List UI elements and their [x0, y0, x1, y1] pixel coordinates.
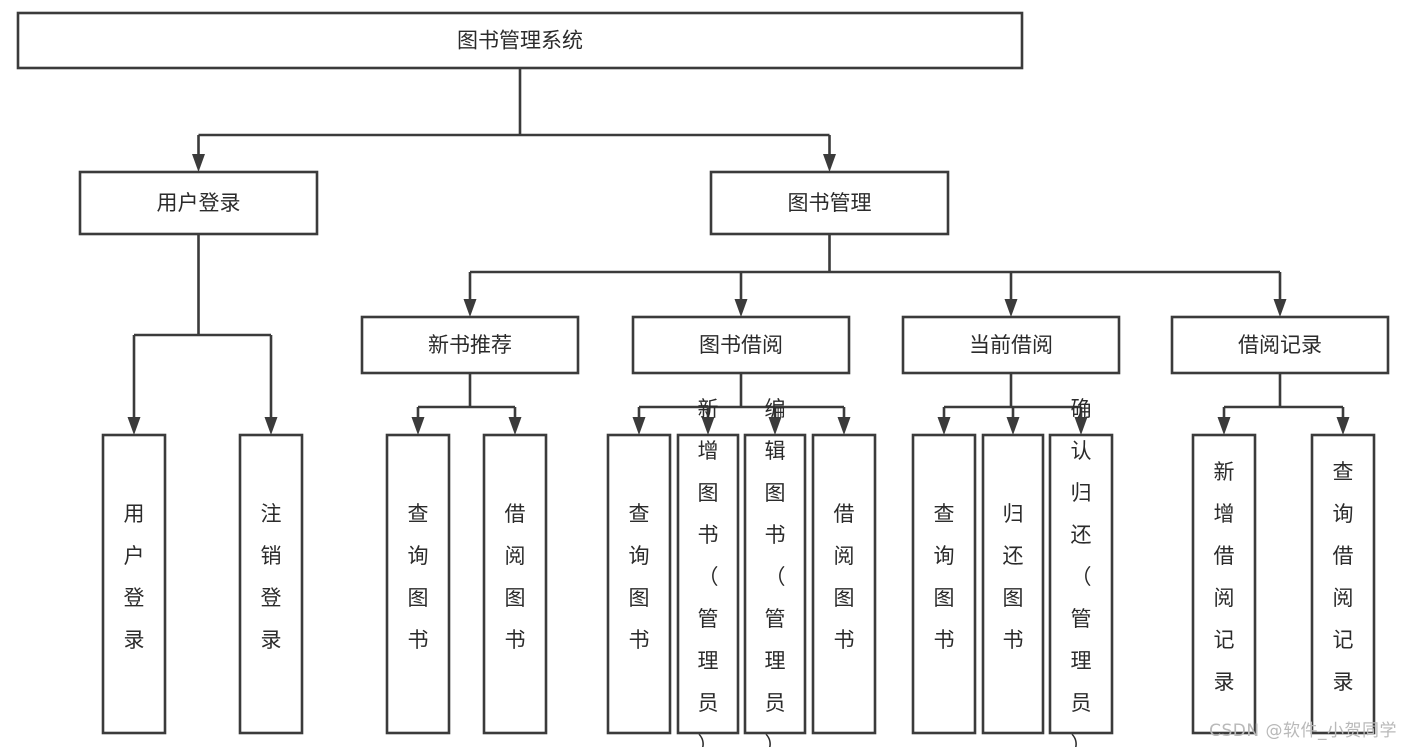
- arrow-head-leaf-return-book: [1006, 417, 1020, 435]
- node-label-leaf-borrow-book-br: 借阅图书: [834, 502, 855, 652]
- node-leaf-user-login[interactable]: 用户登录: [101, 433, 167, 735]
- connector-group-book-borrow: [632, 373, 851, 435]
- arrow-head-leaf-add-record: [1217, 417, 1231, 435]
- node-box-leaf-query-record: [1310, 433, 1376, 735]
- node-leaf-query-book-rec[interactable]: 查询图书: [385, 433, 451, 735]
- arrow-head-leaf-edit-book: [768, 417, 782, 435]
- arrow-head-leaf-query-record: [1336, 417, 1350, 435]
- node-label-leaf-confirm-return: 确认归还（管理员）: [1071, 397, 1092, 747]
- node-leaf-return-book[interactable]: 归还图书: [981, 433, 1045, 735]
- node-leaf-add-book[interactable]: 新增图书（管理员）: [676, 397, 740, 747]
- node-label-leaf-query-record: 查询借阅记录: [1333, 460, 1354, 694]
- node-borrow-record[interactable]: 借阅记录: [1170, 315, 1390, 375]
- node-leaf-query-record[interactable]: 查询借阅记录: [1310, 433, 1376, 735]
- node-book-manage[interactable]: 图书管理: [709, 170, 950, 236]
- node-leaf-query-book-br[interactable]: 查询图书: [606, 433, 672, 735]
- node-label-leaf-query-book-rec: 查询图书: [408, 502, 429, 652]
- node-label-book-manage: 图书管理: [788, 191, 872, 215]
- node-current-borrow[interactable]: 当前借阅: [901, 315, 1121, 375]
- node-leaf-query-book-cb[interactable]: 查询图书: [911, 433, 977, 735]
- node-box-leaf-borrow-book-br: [811, 433, 877, 735]
- node-box-leaf-borrow-book-rec: [482, 433, 548, 735]
- connector-group-borrow-record: [1217, 373, 1350, 435]
- node-label-borrow-record: 借阅记录: [1238, 333, 1322, 357]
- arrow-head-leaf-logout: [264, 417, 278, 435]
- arrow-head-leaf-user-login: [127, 417, 141, 435]
- node-new-book-rec[interactable]: 新书推荐: [360, 315, 580, 375]
- arrow-head-current-borrow: [1004, 299, 1018, 317]
- arrow-head-new-book-rec: [463, 299, 477, 317]
- node-label-leaf-query-book-br: 查询图书: [629, 502, 650, 652]
- node-book-borrow[interactable]: 图书借阅: [631, 315, 851, 375]
- connector-group-root: [192, 68, 836, 172]
- node-leaf-confirm-return[interactable]: 确认归还（管理员）: [1048, 397, 1114, 747]
- arrow-head-leaf-query-book-br: [632, 417, 646, 435]
- arrow-head-book-borrow: [734, 299, 748, 317]
- node-leaf-logout[interactable]: 注销登录: [238, 433, 304, 735]
- node-leaf-edit-book[interactable]: 编辑图书（管理员）: [743, 397, 807, 747]
- node-leaf-borrow-book-rec[interactable]: 借阅图书: [482, 433, 548, 735]
- node-box-leaf-query-book-cb: [911, 433, 977, 735]
- node-layer: 图书管理系统用户登录图书管理新书推荐图书借阅当前借阅借阅记录用户登录注销登录查询…: [16, 11, 1390, 747]
- connector-group-user-login: [127, 234, 278, 435]
- node-user-login[interactable]: 用户登录: [78, 170, 319, 236]
- arrow-head-leaf-borrow-book-rec: [508, 417, 522, 435]
- node-box-current-borrow: [901, 315, 1121, 375]
- node-label-book-borrow: 图书借阅: [699, 333, 783, 357]
- node-label-root: 图书管理系统: [457, 29, 583, 53]
- node-label-current-borrow: 当前借阅: [969, 333, 1053, 357]
- arrow-head-leaf-query-book-rec: [411, 417, 425, 435]
- node-box-borrow-record: [1170, 315, 1390, 375]
- arrow-head-borrow-record: [1273, 299, 1287, 317]
- arrow-head-leaf-borrow-book-br: [837, 417, 851, 435]
- node-box-root: [16, 11, 1024, 70]
- node-root[interactable]: 图书管理系统: [16, 11, 1024, 70]
- node-label-leaf-user-login: 用户登录: [124, 502, 145, 652]
- arrow-head-leaf-confirm-return: [1074, 417, 1088, 435]
- node-box-leaf-add-record: [1191, 433, 1257, 735]
- arrow-head-leaf-add-book: [701, 417, 715, 435]
- node-box-user-login: [78, 170, 319, 236]
- node-leaf-add-record[interactable]: 新增借阅记录: [1191, 433, 1257, 735]
- node-label-leaf-add-book: 新增图书（管理员）: [698, 397, 719, 747]
- node-label-leaf-return-book: 归还图书: [1003, 502, 1024, 652]
- node-box-new-book-rec: [360, 315, 580, 375]
- csdn-watermark: CSDN @软件_小贺同学: [1209, 721, 1397, 741]
- node-label-leaf-logout: 注销登录: [261, 502, 282, 652]
- connector-group-current-borrow: [937, 373, 1088, 435]
- node-box-leaf-return-book: [981, 433, 1045, 735]
- arrow-head-user-login: [192, 154, 205, 172]
- node-box-leaf-add-book: [676, 433, 740, 735]
- arrow-head-leaf-query-book-cb: [937, 417, 951, 435]
- node-box-leaf-user-login: [101, 433, 167, 735]
- connector-layer: [127, 68, 1350, 435]
- node-label-leaf-borrow-book-rec: 借阅图书: [505, 502, 526, 652]
- node-box-leaf-query-book-br: [606, 433, 672, 735]
- node-box-leaf-logout: [238, 433, 304, 735]
- node-box-leaf-query-book-rec: [385, 433, 451, 735]
- node-label-leaf-add-record: 新增借阅记录: [1214, 460, 1235, 694]
- node-box-book-manage: [709, 170, 950, 236]
- node-label-leaf-edit-book: 编辑图书（管理员）: [765, 397, 786, 747]
- connector-group-new-book-rec: [411, 373, 522, 435]
- connector-group-book-manage: [463, 234, 1287, 317]
- node-box-leaf-edit-book: [743, 433, 807, 735]
- node-label-new-book-rec: 新书推荐: [428, 333, 512, 357]
- node-leaf-borrow-book-br[interactable]: 借阅图书: [811, 433, 877, 735]
- arrow-head-book-manage: [823, 154, 836, 172]
- node-box-book-borrow: [631, 315, 851, 375]
- node-box-leaf-confirm-return: [1048, 433, 1114, 735]
- node-label-user-login: 用户登录: [157, 191, 241, 215]
- node-label-leaf-query-book-cb: 查询图书: [934, 502, 955, 652]
